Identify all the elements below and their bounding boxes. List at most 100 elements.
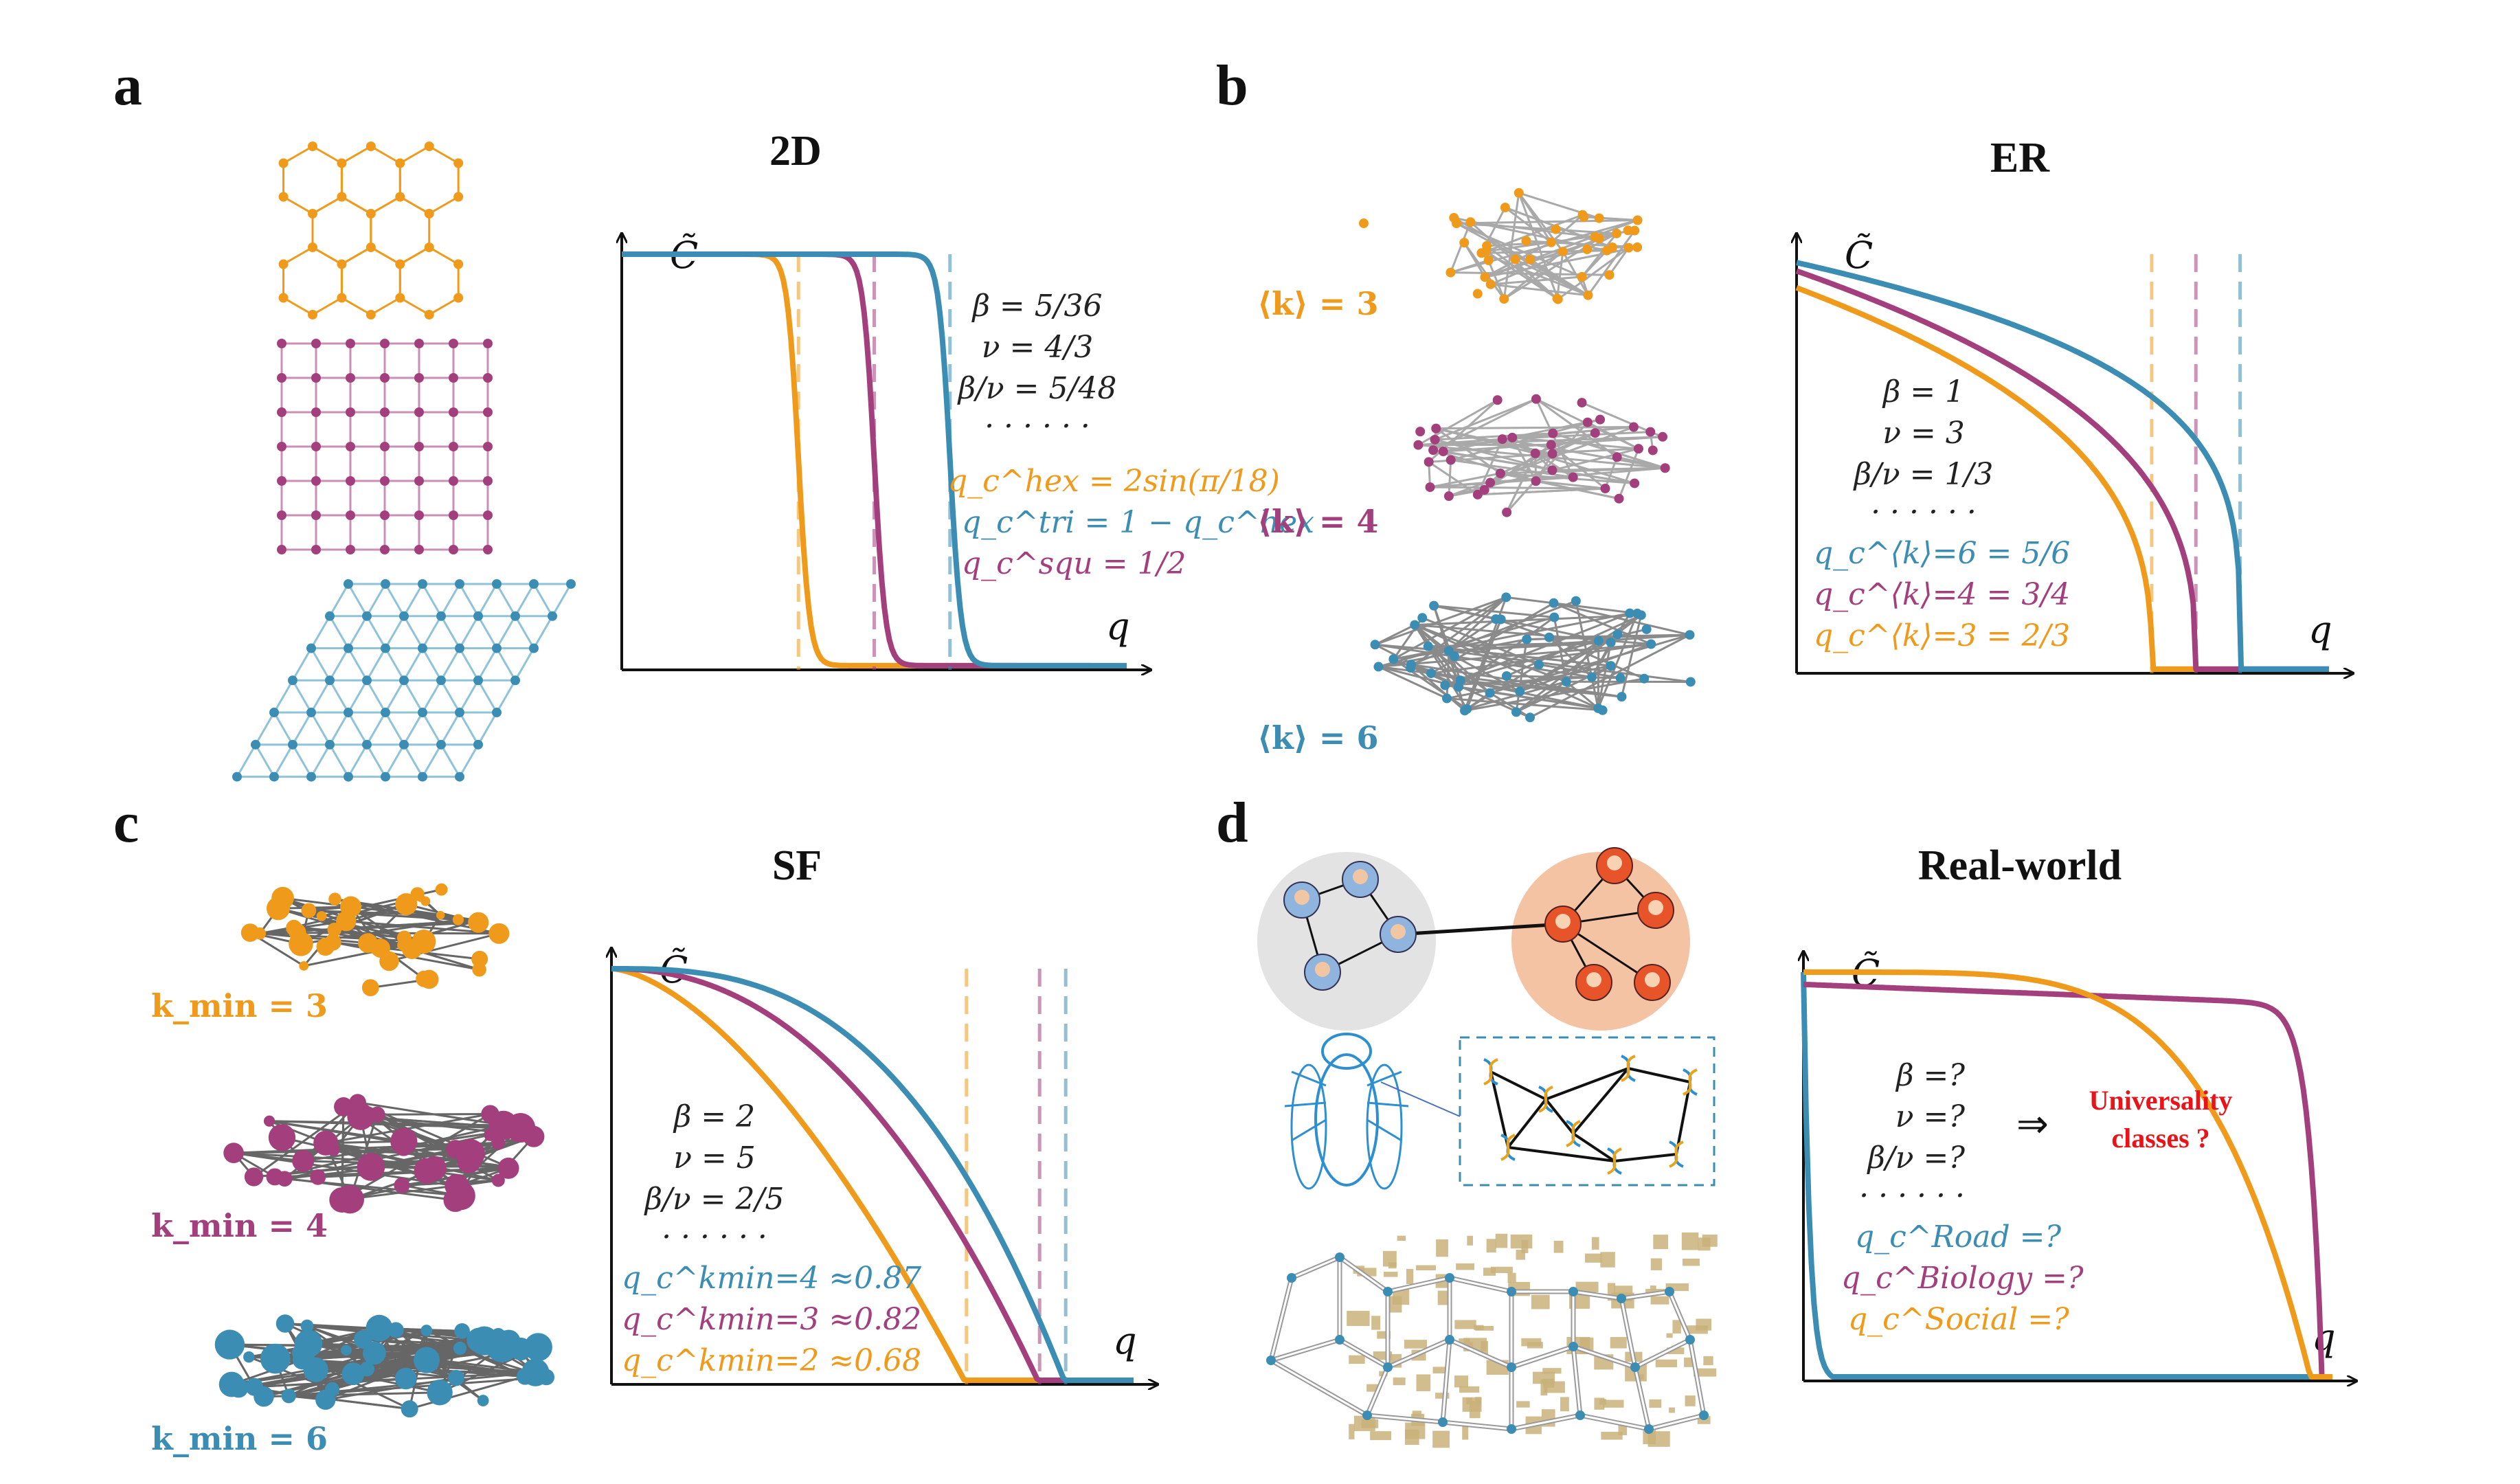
network-edge <box>1435 432 1553 441</box>
lattice-node <box>365 243 376 252</box>
dna-icon <box>1683 1068 1698 1096</box>
road-junction <box>1617 1294 1626 1303</box>
lattice-node <box>492 643 502 653</box>
network-node <box>218 1371 245 1397</box>
lattice-node <box>346 545 355 554</box>
lattice-node <box>278 158 289 168</box>
network-node <box>420 1325 433 1336</box>
road-junction <box>1507 1287 1516 1296</box>
network-node <box>1612 452 1622 462</box>
network-edge <box>1489 692 1531 719</box>
er-degree-4: ⟨k⟩ = 4 <box>1257 503 1379 540</box>
lattice-node <box>473 739 483 750</box>
road-center <box>1270 1338 1340 1362</box>
lattice-node <box>306 643 316 653</box>
road-center <box>1449 1277 1512 1293</box>
building <box>1516 1249 1525 1260</box>
lattice-edge <box>477 647 498 682</box>
lattice-edge <box>421 583 442 617</box>
building <box>1387 1296 1402 1313</box>
network-node <box>301 903 317 919</box>
building <box>1600 1252 1615 1268</box>
network-node <box>1496 614 1506 625</box>
lattice-node <box>418 708 427 718</box>
person-face-icon <box>1607 855 1622 870</box>
network-node <box>452 914 464 925</box>
lattice-node <box>414 442 424 451</box>
lattice-edge <box>532 616 554 649</box>
network-node <box>1459 238 1470 248</box>
series-line-k_min=4 <box>611 966 1134 1383</box>
network-node <box>1480 272 1490 282</box>
lattice-edge <box>310 744 331 778</box>
building <box>1370 1431 1391 1441</box>
network-node <box>1479 484 1489 495</box>
network-node <box>1413 440 1424 450</box>
lattice-edge <box>421 712 442 745</box>
lattice-node <box>311 442 321 451</box>
gene-network-box <box>1459 1036 1715 1187</box>
network-node <box>1497 434 1507 445</box>
lattice-edge <box>365 679 387 713</box>
lattice-edge <box>384 744 405 778</box>
lattice-node <box>288 739 297 750</box>
network-node <box>1647 445 1658 456</box>
lattice-node <box>337 259 347 269</box>
lattice-node <box>449 476 458 486</box>
network-edge <box>1427 645 1468 710</box>
implies-arrow: ⇒ <box>2016 1102 2049 1147</box>
network-node <box>390 1127 418 1155</box>
lattice-node <box>449 510 458 520</box>
network-edge <box>1430 476 1573 488</box>
lattice-edge <box>273 712 294 745</box>
lattice-node <box>278 293 289 303</box>
lattice-edge <box>399 297 430 316</box>
lattice-edge <box>458 583 480 617</box>
network-node <box>1507 432 1518 442</box>
lattice-edge <box>254 712 275 745</box>
building <box>1666 1333 1673 1338</box>
lattice-edge <box>282 196 313 215</box>
network-node <box>436 910 445 920</box>
network-edge <box>1444 612 1630 686</box>
lattice-edge <box>347 712 368 745</box>
square-lattice <box>277 339 493 554</box>
real-world-illustrations <box>1257 847 1718 1448</box>
x-axis-label: q <box>2308 608 2332 651</box>
network-node <box>379 951 399 971</box>
network-node <box>223 1143 244 1163</box>
network-edge <box>1435 398 1537 441</box>
network-node <box>1485 688 1495 698</box>
network-node <box>1454 682 1464 692</box>
gene-link <box>1545 1067 1629 1101</box>
road-center <box>1634 1367 1650 1430</box>
building <box>1437 1290 1450 1305</box>
building <box>1416 1374 1431 1391</box>
network-node <box>1612 629 1623 640</box>
lattice-node <box>548 611 557 621</box>
road-center <box>1573 1345 1636 1369</box>
lattice-edge <box>341 196 372 215</box>
network-node <box>1617 692 1627 702</box>
lattice-edge <box>328 712 350 745</box>
road-center <box>1339 1256 1388 1293</box>
param-nu: ν = 3 <box>1882 416 1965 451</box>
network-node <box>523 1125 545 1147</box>
lattice-node <box>395 259 405 269</box>
network-node <box>1587 672 1597 682</box>
panel-label-c: c <box>113 791 139 855</box>
person-face-icon <box>1648 900 1663 915</box>
building <box>1591 1237 1599 1250</box>
lattice-edge <box>421 647 442 682</box>
building <box>1459 1338 1470 1344</box>
lattice-edge <box>310 679 331 713</box>
network-node <box>491 1136 505 1150</box>
network-node <box>1590 428 1600 438</box>
panel-label-a: a <box>113 54 142 117</box>
param-beta: β = 2 <box>673 1099 755 1134</box>
sf-kmin-6: k_min = 6 <box>151 1420 328 1457</box>
dna-icon <box>1538 1086 1553 1113</box>
network-node <box>281 1389 296 1404</box>
building <box>1681 1232 1699 1250</box>
network-node <box>1485 279 1496 289</box>
